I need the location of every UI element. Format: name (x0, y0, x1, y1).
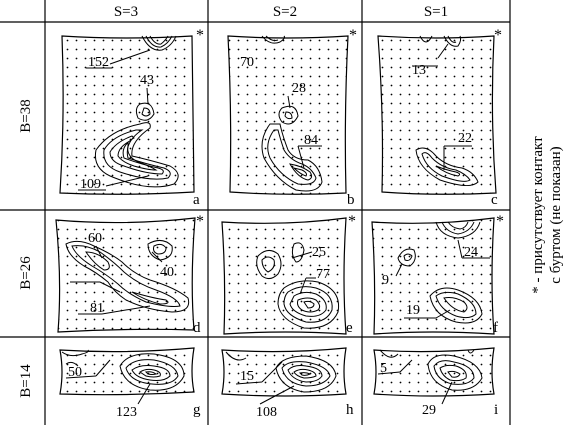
panel-value: 28 (292, 81, 306, 96)
contour-lines (261, 35, 323, 192)
footnote-line-2: с буртом (не показан) (548, 146, 564, 283)
contact-asterisk: * (494, 27, 502, 44)
row-header-b14: B=14 (18, 364, 34, 398)
panel-outline (227, 35, 349, 195)
panel-letter: a (193, 192, 200, 208)
contour-lines (61, 349, 185, 391)
panel-outline (55, 217, 196, 333)
column-header-s1: S=1 (424, 4, 448, 20)
panel-h: 15 108 h (221, 347, 354, 420)
panel-outline (59, 35, 195, 195)
panel-i: 5 29 i (373, 347, 498, 418)
panel-value: 70 (240, 55, 254, 70)
contour-lines (94, 35, 179, 188)
panel-value: 29 (422, 403, 436, 418)
row-header-b38: B=38 (18, 99, 34, 132)
panel-e: 25 77 e * (221, 213, 356, 336)
panel-b: 70 28 84 b * (227, 27, 357, 208)
contour-lines (256, 242, 340, 329)
contact-asterisk: * (196, 213, 204, 230)
panel-value: 40 (160, 265, 174, 280)
contour-lines (379, 349, 483, 391)
contour-lines (415, 35, 479, 186)
panel-value: 108 (256, 405, 277, 420)
panel-value: 81 (90, 301, 104, 316)
panel-value: 22 (458, 131, 472, 146)
panel-value: 123 (116, 405, 137, 420)
contour-lines (65, 240, 190, 313)
contour-lines (225, 351, 337, 393)
contact-asterisk: * (496, 213, 504, 230)
panel-value: 13 (412, 63, 426, 78)
panel-g: 50 123 g (59, 347, 201, 420)
panel-value: 25 (312, 245, 326, 260)
panel-outline (221, 347, 347, 397)
panel-value: 9 (382, 273, 389, 288)
panel-value: 15 (240, 369, 254, 384)
panel-d: 60 40 81 d * (55, 213, 204, 336)
panel-c: 13 22 c * (377, 27, 502, 208)
panel-value: 50 (68, 365, 82, 380)
panel-letter: g (193, 402, 201, 418)
panel-value: 60 (88, 231, 102, 246)
column-header-s2: S=2 (273, 4, 297, 20)
column-header-s3: S=3 (114, 4, 138, 20)
panel-outline (377, 35, 497, 195)
panel-value: 19 (406, 303, 420, 318)
panel-f: 9 24 19 f * (371, 213, 504, 336)
panel-letter: f (493, 320, 498, 336)
panel-letter: d (193, 320, 201, 336)
panel-value: 109 (80, 177, 101, 192)
panel-value: 5 (380, 361, 387, 376)
table-grid (0, 0, 511, 425)
panel-value: 84 (304, 133, 318, 148)
panel-a: 152 43 109 a * (59, 27, 204, 208)
panel-letter: h (346, 402, 354, 418)
panel-letter: b (347, 192, 355, 208)
contact-asterisk: * (348, 213, 356, 230)
panel-outline (221, 217, 347, 335)
footnote-line-1: * - присутствует контакт (530, 136, 546, 294)
panel-outline (373, 347, 495, 397)
contact-asterisk: * (349, 27, 357, 44)
row-header-b26: B=26 (18, 256, 34, 290)
contact-asterisk: * (196, 27, 204, 44)
panel-letter: e (346, 320, 353, 336)
panel-value: 77 (316, 267, 330, 282)
panel-outline (371, 217, 495, 335)
panel-value: 24 (464, 245, 478, 260)
panel-letter: i (494, 402, 498, 418)
panel-letter: c (491, 192, 498, 208)
panel-value: 43 (140, 73, 154, 88)
panel-value: 152 (88, 55, 109, 70)
